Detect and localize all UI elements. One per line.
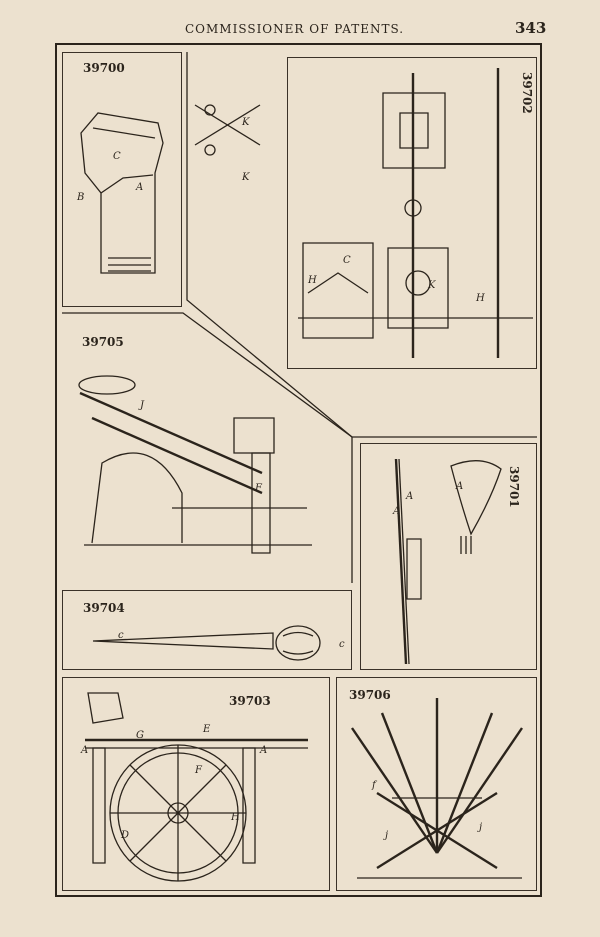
figure-39701-label-a3: A — [455, 481, 463, 492]
figure-39702-detail: K K — [190, 85, 270, 183]
figure-39700-label-a: A — [135, 182, 143, 193]
figure-39703-label-g: G — [136, 730, 144, 741]
figure-39702-panel: 39702 C H K H — [287, 57, 537, 369]
page-header-title: COMMISSIONER OF PATENTS. — [185, 22, 405, 36]
figure-39700-label-b: B — [76, 192, 84, 203]
figure-39703-panel: 39703 A G E A F D H — [62, 677, 330, 891]
figure-39702-label-h2: H — [475, 293, 485, 304]
figure-39703-label-a1: A — [80, 745, 88, 756]
figure-39701-label-a1: A — [405, 491, 413, 502]
figure-39704-number: 39704 — [83, 601, 125, 615]
figure-39702-drawing: C H K H — [288, 58, 538, 370]
figure-39706-drawing: f j j — [337, 678, 538, 892]
figure-39706-label-j1: j — [383, 830, 388, 841]
page-number: 343 — [515, 19, 547, 37]
figure-39706-label-j2: j — [477, 822, 482, 833]
figure-39700-number: 39700 — [83, 61, 125, 75]
figure-39702-label-k: K — [427, 280, 436, 291]
figure-39704-panel: 39704 c c — [62, 590, 352, 670]
figure-39706-label-f: f — [371, 780, 378, 791]
figure-39703-label-e: E — [202, 724, 211, 735]
figure-frame — [55, 43, 542, 897]
figure-39704-label-c2: c — [339, 639, 345, 650]
figure-39702-label-c: C — [343, 255, 351, 266]
figure-39706-number: 39706 — [349, 688, 391, 702]
figure-39703-label-f: F — [194, 765, 203, 776]
figure-39702-label-h: H — [307, 275, 317, 286]
figure-39701-drawing: A A A — [392, 444, 538, 671]
figure-39706-panel: 39706 f j j — [336, 677, 537, 891]
figure-39701-number: 39701 — [507, 466, 521, 508]
figure-39705-drawing: J F — [62, 313, 352, 583]
figure-39703-number: 39703 — [229, 694, 271, 708]
figure-39705-number: 39705 — [82, 335, 124, 349]
figure-39704-label-c1: c — [118, 630, 124, 641]
figure-39702-label-k1: K — [241, 117, 250, 128]
figure-39703-label-d: D — [120, 830, 129, 841]
figure-39701-label-a2: A — [392, 506, 400, 517]
figure-39700-label-c: C — [113, 151, 121, 162]
figure-39705-label-j: J — [138, 400, 145, 411]
figure-39705-label-f: F — [254, 483, 263, 494]
figure-39700-panel: 39700 C B A — [62, 52, 182, 307]
figure-39703-drawing: A G E A F D H — [80, 678, 331, 892]
figure-39704-drawing: c c — [63, 591, 345, 671]
figure-39700-drawing: C B A — [76, 53, 183, 308]
figure-39705-panel: 39705 J F — [62, 313, 352, 583]
figure-39703-label-h: H — [230, 812, 240, 823]
figure-39702-label-k2: K — [241, 172, 250, 183]
figure-39701-panel: 39701 A A A — [360, 443, 537, 670]
figure-39702-number: 39702 — [520, 72, 534, 114]
figure-39703-label-a2: A — [259, 745, 267, 756]
